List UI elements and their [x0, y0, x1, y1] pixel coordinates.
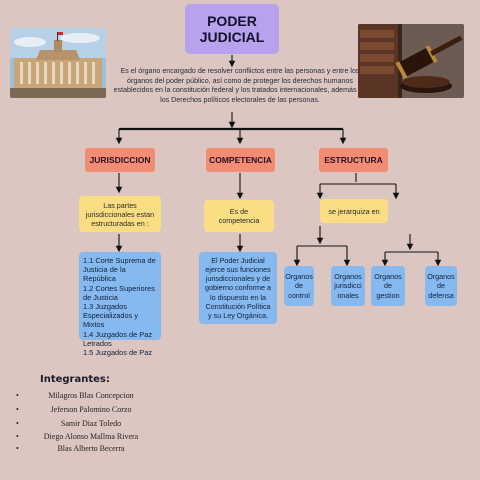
- competencia-detail: El Poder Judicial ejerce sus funciones j…: [199, 252, 277, 324]
- category-competencia: COMPETENCIA: [206, 148, 275, 172]
- competencia-note: Es de competencia: [204, 200, 274, 232]
- member-name: Milagros Blas Concepcion: [48, 391, 134, 400]
- bullet-icon: •: [16, 419, 19, 428]
- organ-defensa: Organos de defensa: [425, 266, 457, 306]
- list-item: 1.1 Corte Suprema de Justicia de la Repú…: [83, 256, 156, 284]
- member-item: • Samir Diaz Toledo: [16, 419, 166, 433]
- organ-control: Organos de control: [284, 266, 314, 306]
- list-item: 1.5 Juzgados de Paz: [83, 348, 153, 358]
- list-item: 1.2 Cortes Superiores de Justicia: [83, 283, 155, 302]
- jurisdiccion-note: Las partes jurisdiccionales estan estruc…: [79, 196, 161, 232]
- bullet-icon: •: [16, 444, 19, 453]
- bullet-icon: •: [16, 405, 19, 414]
- jurisdiccion-list: 1.1 Corte Suprema de Justicia de la Repú…: [79, 252, 161, 357]
- title-box: PODER JUDICIAL: [185, 4, 279, 54]
- member-item: • Blas Alberto Becerra: [16, 444, 166, 458]
- category-jurisdiccion: JURISDICCION: [85, 148, 155, 172]
- category-estructura: ESTRUCTURA: [319, 148, 388, 172]
- bullet-icon: •: [16, 432, 19, 441]
- organ-jurisdiccionales: Organos jurisdicci onales: [331, 266, 365, 306]
- organ-gestion: Organos de gestion: [371, 266, 405, 306]
- member-name: Blas Alberto Becerra: [57, 444, 125, 453]
- gavel-photo: [358, 24, 464, 98]
- member-item: • Diego Alonso Mallma Rivera: [16, 432, 166, 446]
- member-name: Diego Alonso Mallma Rivera: [43, 432, 139, 441]
- member-item: • Jeferson Palomino Corzo: [16, 405, 166, 419]
- list-item: 1.3 Juzgados Especializados y Mixtos: [83, 302, 139, 330]
- list-item: 1.4 Juzgados de Paz Letrados: [83, 329, 153, 348]
- bullet-icon: •: [16, 391, 19, 400]
- member-name: Samir Diaz Toledo: [60, 419, 122, 428]
- member-name: Jeferson Palomino Corzo: [50, 405, 132, 414]
- members-title: Integrantes:: [40, 374, 110, 385]
- member-item: • Milagros Blas Concepcion: [16, 391, 166, 405]
- description-text: Es el órgano encargado de resolver confl…: [113, 67, 367, 104]
- palace-photo: [10, 28, 106, 98]
- estructura-note: se jerarquiza en: [320, 199, 388, 223]
